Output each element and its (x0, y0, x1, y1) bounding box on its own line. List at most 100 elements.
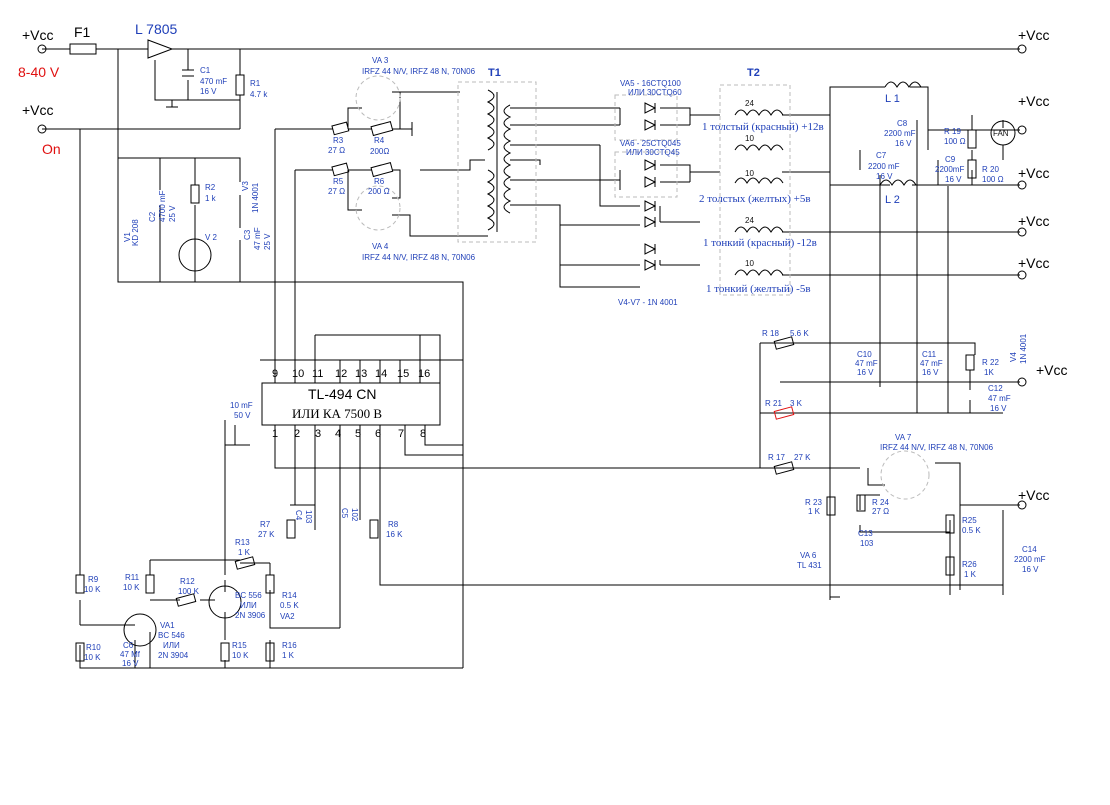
label: R9 (88, 575, 99, 584)
label: R 22 (982, 358, 999, 367)
fuse-f1 (69, 43, 97, 55)
label: IRFZ 44 N/V, IRFZ 48 N, 70N06 (362, 253, 476, 262)
vcc-in-label: +Vcc (22, 27, 54, 43)
label: R4 (374, 136, 385, 145)
label: 16 (418, 368, 430, 380)
label: 16 V (922, 368, 939, 377)
label: 0.5 K (962, 526, 981, 535)
label: VA 4 (372, 242, 389, 251)
label: 27 Ω (328, 146, 345, 155)
label: 5 (355, 428, 361, 440)
label: C6 (123, 641, 134, 650)
label: 25 V (168, 205, 177, 222)
label: 2200mF (935, 165, 964, 174)
transistor-va2 (208, 585, 242, 619)
mosfet-va7 (880, 450, 930, 500)
labels: +Vcc 8-40 V +Vcc On F1 L 7805 C1 470 mF … (18, 21, 1068, 668)
label: 1 K (808, 507, 821, 516)
label: 10 (745, 134, 754, 143)
transformer-t2-frame (719, 84, 791, 296)
label: 47 Mf (120, 650, 141, 659)
regulator-7805 (147, 39, 174, 59)
label: R8 (388, 520, 399, 529)
label: +Vcc (1036, 362, 1068, 378)
label: 2 (294, 428, 300, 440)
label: 7 (398, 428, 404, 440)
label: 24 (745, 99, 754, 108)
label: 10 K (232, 651, 249, 660)
label: 10 (745, 169, 754, 178)
fuse-label: F1 (74, 24, 91, 40)
label: 9 (272, 368, 278, 380)
label: C13 (858, 529, 873, 538)
label: R 17 (768, 453, 785, 462)
label: ИЛИ (163, 641, 180, 650)
label: 100 Ω (944, 137, 966, 146)
label: 1K (984, 368, 994, 377)
label: 11 (312, 368, 323, 380)
label: VA6 - 25CTQ045 (620, 139, 681, 148)
label: 14 (375, 368, 387, 380)
label: VA 6 (800, 551, 817, 560)
label: 3 K (790, 399, 803, 408)
label: R15 (232, 641, 247, 650)
label: T2 (747, 67, 760, 79)
label: R16 (282, 641, 297, 650)
label: 1 (272, 428, 278, 440)
label: 103 (860, 539, 874, 548)
label: 16 V (857, 368, 874, 377)
label: 1 K (282, 651, 295, 660)
label: C14 (1022, 545, 1037, 554)
label: FAN (993, 129, 1009, 138)
label: 47 mF (920, 359, 943, 368)
label: C4 (294, 510, 303, 521)
label: 27 Ω (872, 507, 889, 516)
label: 50 V (234, 411, 251, 420)
label: 10 K (84, 653, 101, 662)
components (37, 39, 1027, 662)
label: R 19 (944, 127, 961, 136)
label: R12 (180, 577, 195, 586)
label: R 24 (872, 498, 889, 507)
label: R7 (260, 520, 271, 529)
label: +Vcc (1018, 255, 1050, 271)
label: 27 K (794, 453, 811, 462)
label: R6 (374, 177, 385, 186)
label: R1 (250, 79, 261, 88)
label: C3 (243, 229, 252, 240)
vcc-on-label: +Vcc (22, 102, 54, 118)
label: 47 mF (253, 227, 262, 250)
label: 103 (304, 510, 313, 524)
label: 4 (335, 428, 341, 440)
label: 1 K (964, 570, 977, 579)
label: C1 (200, 66, 211, 75)
label: 200 Ω (368, 187, 390, 196)
label: R13 (235, 538, 250, 547)
label: +Vcc (1018, 93, 1050, 109)
label: KD 208 (131, 219, 140, 246)
label: VA5 - 16CTQ100 (620, 79, 681, 88)
ic-tl494-box (261, 382, 441, 426)
label: L 1 (885, 93, 900, 105)
label: 24 (745, 216, 754, 225)
label: R 20 (982, 165, 999, 174)
transformer-t1-frame (457, 81, 537, 243)
label: C5 (340, 508, 349, 519)
label: R 21 (765, 399, 782, 408)
label: R 18 (762, 329, 779, 338)
label: VA 7 (895, 433, 912, 442)
label: R5 (333, 177, 344, 186)
label: 470 mF (200, 77, 227, 86)
label: T1 (488, 67, 501, 79)
winding-3-label: 1 тонкий (красный) -12в (703, 237, 817, 249)
label: C12 (988, 384, 1003, 393)
label: 47 mF (855, 359, 878, 368)
label: C8 (897, 119, 908, 128)
zener-v2 (178, 238, 212, 272)
mosfet-va3 (355, 75, 401, 121)
wires (42, 48, 1020, 669)
label: 16 K (386, 530, 403, 539)
label: R10 (86, 643, 101, 652)
label: 2200 mF (884, 129, 916, 138)
label: 2200 mF (1014, 555, 1046, 564)
